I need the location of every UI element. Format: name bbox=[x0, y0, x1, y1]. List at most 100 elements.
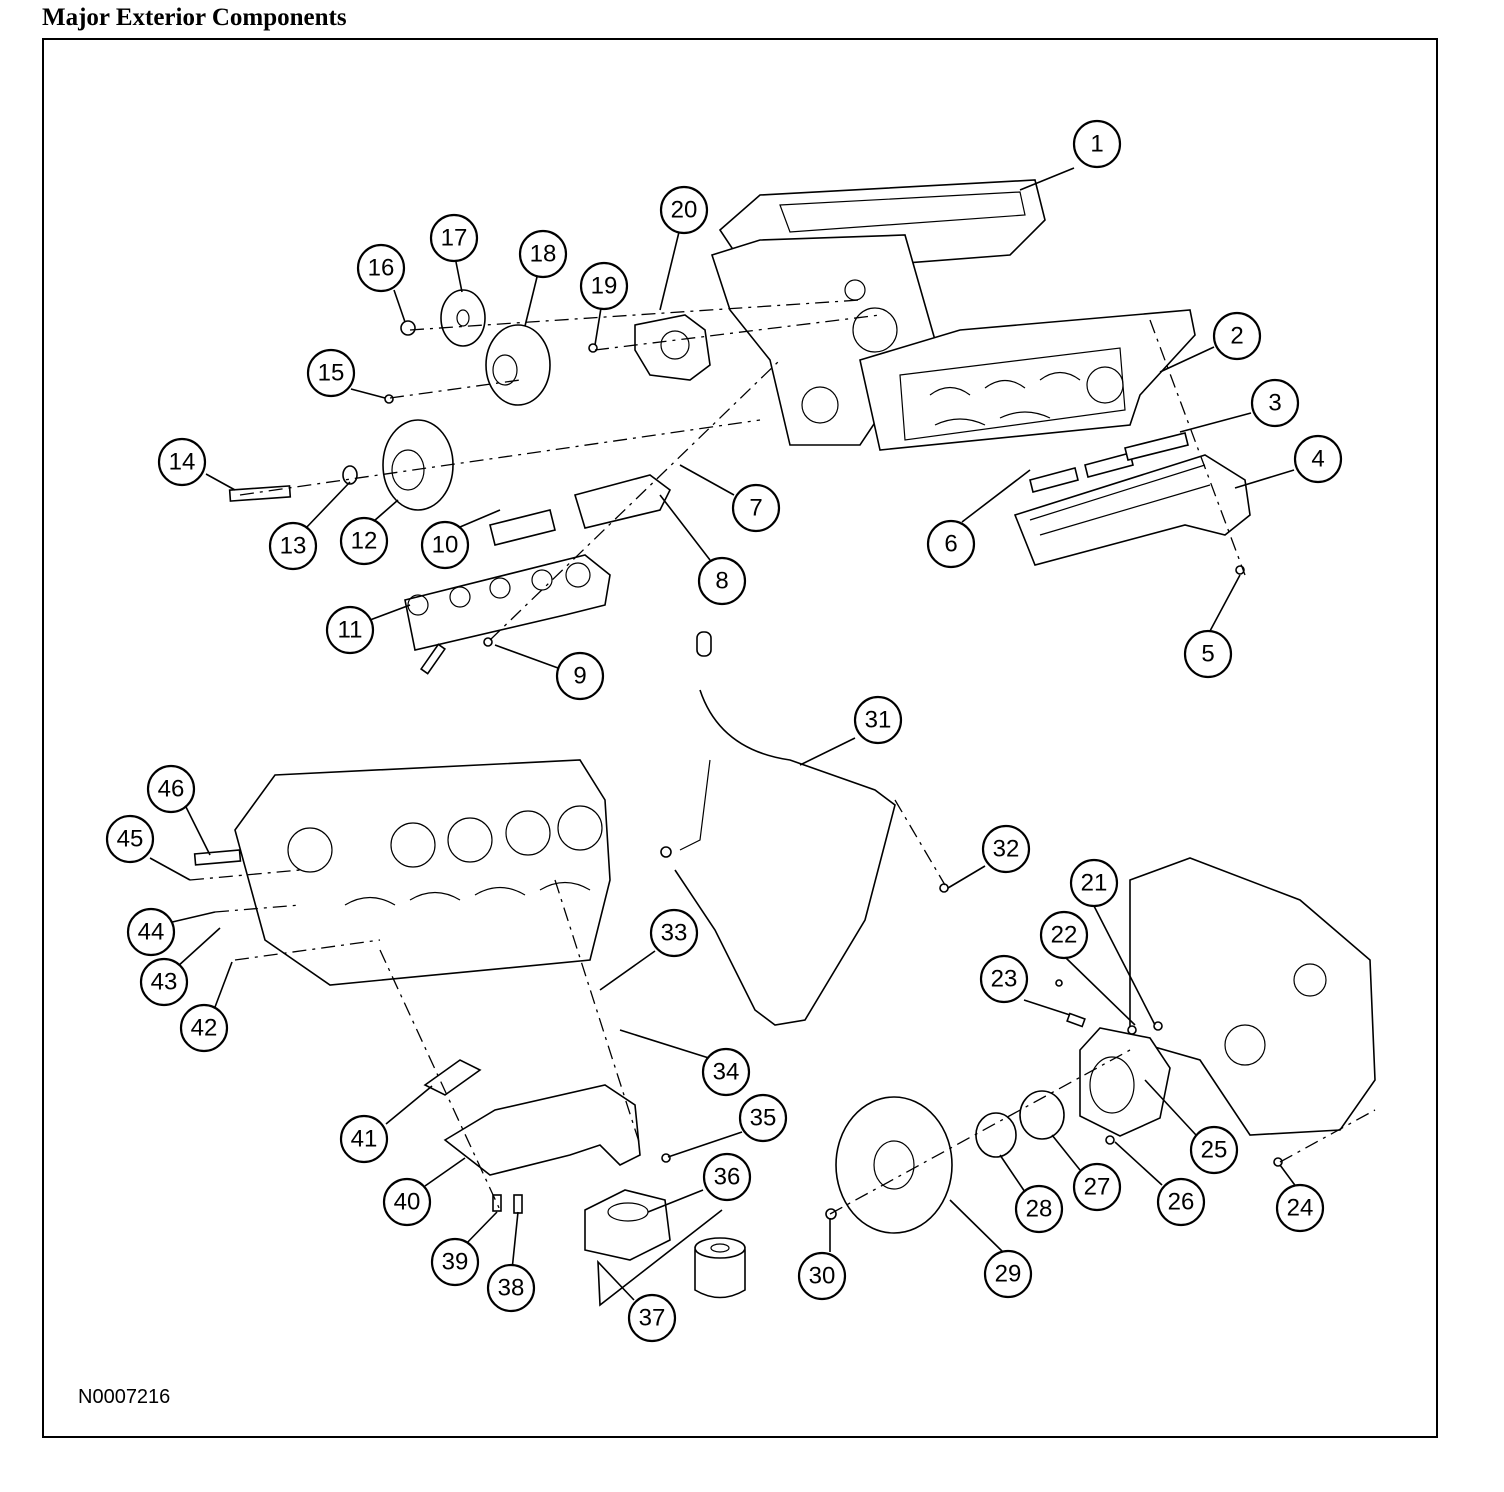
callout-31: 31 bbox=[853, 695, 903, 745]
callout-2: 2 bbox=[1212, 311, 1262, 361]
callout-3: 3 bbox=[1250, 378, 1300, 428]
svg-text:30: 30 bbox=[809, 1263, 836, 1290]
svg-text:45: 45 bbox=[117, 826, 144, 853]
callout-11: 11 bbox=[325, 605, 375, 655]
svg-text:8: 8 bbox=[715, 568, 728, 595]
callout-42: 42 bbox=[179, 1003, 229, 1053]
callout-43: 43 bbox=[139, 957, 189, 1007]
callout-10: 10 bbox=[420, 520, 470, 570]
callout-28: 28 bbox=[1014, 1184, 1064, 1234]
callout-22: 22 bbox=[1039, 910, 1089, 960]
callout-35: 35 bbox=[738, 1093, 788, 1143]
callout-37: 37 bbox=[627, 1293, 677, 1343]
callout-34: 34 bbox=[701, 1047, 751, 1097]
callout-19: 19 bbox=[579, 261, 629, 311]
callout-9: 9 bbox=[555, 651, 605, 701]
svg-text:37: 37 bbox=[639, 1305, 666, 1332]
callout-7: 7 bbox=[731, 483, 781, 533]
callout-41: 41 bbox=[339, 1114, 389, 1164]
upper-engine-assembly bbox=[710, 179, 1196, 451]
svg-text:26: 26 bbox=[1168, 1189, 1195, 1216]
callout-27: 27 bbox=[1072, 1162, 1122, 1212]
svg-text:21: 21 bbox=[1081, 870, 1108, 897]
svg-text:39: 39 bbox=[442, 1249, 469, 1276]
callout-21: 21 bbox=[1069, 858, 1119, 908]
svg-text:29: 29 bbox=[995, 1261, 1022, 1288]
callout-5: 5 bbox=[1183, 629, 1233, 679]
svg-text:15: 15 bbox=[318, 360, 345, 387]
svg-text:44: 44 bbox=[138, 919, 165, 946]
callout-4: 4 bbox=[1293, 434, 1343, 484]
svg-text:16: 16 bbox=[368, 255, 395, 282]
callout-26: 26 bbox=[1156, 1177, 1206, 1227]
callout-30: 30 bbox=[797, 1251, 847, 1301]
callout-29: 29 bbox=[983, 1249, 1033, 1299]
callout-36: 36 bbox=[702, 1152, 752, 1202]
svg-text:17: 17 bbox=[441, 225, 468, 252]
callout-44: 44 bbox=[126, 907, 176, 957]
svg-text:40: 40 bbox=[394, 1189, 421, 1216]
callout-45: 45 bbox=[105, 814, 155, 864]
dipstick-tube bbox=[660, 631, 949, 1026]
callout-38: 38 bbox=[486, 1263, 536, 1313]
rear-engine-view bbox=[825, 857, 1376, 1234]
callout-14: 14 bbox=[157, 437, 207, 487]
callout-13: 13 bbox=[268, 521, 318, 571]
svg-text:42: 42 bbox=[191, 1015, 218, 1042]
svg-text:10: 10 bbox=[432, 532, 459, 559]
right-exhaust-manifold bbox=[1013, 432, 1251, 575]
callout-1: 1 bbox=[1072, 119, 1122, 169]
callout-6: 6 bbox=[926, 519, 976, 569]
svg-text:20: 20 bbox=[671, 197, 698, 224]
svg-text:2: 2 bbox=[1230, 323, 1243, 350]
svg-text:27: 27 bbox=[1084, 1174, 1111, 1201]
figure-id: N0007216 bbox=[78, 1386, 171, 1408]
svg-text:43: 43 bbox=[151, 969, 178, 996]
svg-text:25: 25 bbox=[1201, 1137, 1228, 1164]
assembly-center-lines bbox=[189, 299, 1376, 1215]
svg-text:22: 22 bbox=[1051, 922, 1078, 949]
front-accessories bbox=[228, 289, 711, 511]
oil-cooler-group bbox=[423, 1059, 746, 1299]
svg-text:41: 41 bbox=[351, 1126, 378, 1153]
callout-33: 33 bbox=[649, 908, 699, 958]
callout-17: 17 bbox=[429, 213, 479, 263]
callout-18: 18 bbox=[518, 229, 568, 279]
callout-20: 20 bbox=[659, 185, 709, 235]
svg-text:36: 36 bbox=[714, 1164, 741, 1191]
svg-text:35: 35 bbox=[750, 1105, 777, 1132]
svg-text:11: 11 bbox=[338, 617, 363, 644]
svg-text:3: 3 bbox=[1268, 390, 1281, 417]
callout-23: 23 bbox=[979, 954, 1029, 1004]
left-exhaust-manifold bbox=[404, 474, 672, 675]
svg-text:38: 38 bbox=[498, 1275, 525, 1302]
callout-15: 15 bbox=[306, 348, 356, 398]
svg-text:31: 31 bbox=[865, 707, 892, 734]
svg-text:13: 13 bbox=[280, 533, 307, 560]
leader-lines bbox=[149, 167, 1298, 1307]
diagram-frame bbox=[42, 38, 1438, 1438]
callout-40: 40 bbox=[382, 1177, 432, 1227]
diagram-title: Major Exterior Components bbox=[42, 4, 347, 31]
svg-text:1: 1 bbox=[1090, 131, 1103, 158]
svg-text:33: 33 bbox=[661, 920, 688, 947]
callout-8: 8 bbox=[697, 556, 747, 606]
svg-text:9: 9 bbox=[573, 663, 586, 690]
svg-text:24: 24 bbox=[1287, 1195, 1314, 1222]
svg-text:4: 4 bbox=[1311, 446, 1324, 473]
callout-46: 46 bbox=[146, 764, 196, 814]
callout-25: 25 bbox=[1189, 1125, 1239, 1175]
svg-text:5: 5 bbox=[1201, 641, 1214, 668]
svg-text:19: 19 bbox=[591, 273, 618, 300]
svg-text:32: 32 bbox=[993, 836, 1020, 863]
callout-24: 24 bbox=[1275, 1183, 1325, 1233]
svg-text:6: 6 bbox=[944, 531, 957, 558]
svg-text:12: 12 bbox=[351, 528, 378, 555]
callout-16: 16 bbox=[356, 243, 406, 293]
callout-32: 32 bbox=[981, 824, 1031, 874]
callout-12: 12 bbox=[339, 516, 389, 566]
lower-engine-block bbox=[193, 759, 611, 986]
svg-text:23: 23 bbox=[991, 966, 1018, 993]
svg-text:28: 28 bbox=[1026, 1196, 1053, 1223]
